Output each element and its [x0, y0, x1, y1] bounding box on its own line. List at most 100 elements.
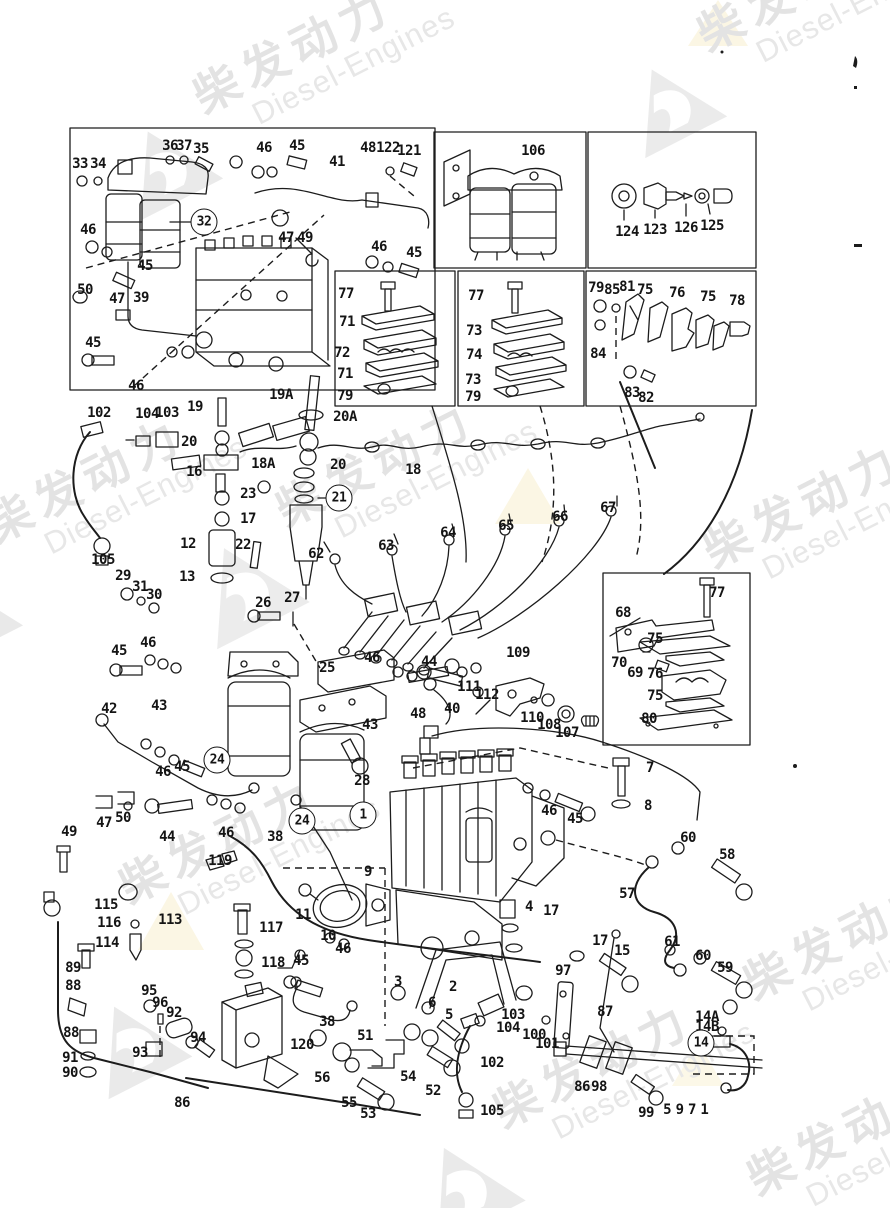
part-callout-53: 53 [360, 1106, 376, 1122]
part-callout-96: 96 [152, 995, 168, 1011]
part-callout-67: 67 [600, 500, 616, 516]
part-callout-86: 86 [574, 1079, 590, 1095]
part-callout-94: 94 [190, 1030, 206, 1046]
part-callout-79: 79 [337, 388, 353, 404]
part-callout-46: 46 [128, 378, 144, 394]
part-callout-4: 4 [525, 899, 533, 915]
pipe-57 [555, 839, 753, 999]
clamp-stack-2 [491, 281, 567, 398]
part-callout-58: 58 [719, 847, 735, 863]
part-callout-73: 73 [466, 323, 482, 339]
part-callout-123: 123 [643, 222, 667, 238]
part-callout-54: 54 [400, 1069, 416, 1085]
part-callout-88: 88 [65, 978, 81, 994]
inset-box-clamp-3 [585, 270, 757, 407]
part-callout-125: 125 [700, 218, 724, 234]
part-callout-108: 108 [537, 717, 561, 733]
pipe-40 [412, 725, 701, 822]
leak-off-line-18 [239, 412, 705, 453]
part-callout-31: 31 [132, 579, 148, 595]
part-callout-22: 22 [235, 537, 251, 553]
delivery-pipes [323, 495, 618, 676]
feed-pipe-41 [76, 155, 430, 279]
leader-curve-dashed [619, 405, 642, 559]
part-callout-17: 17 [240, 511, 256, 527]
part-callout-10: 10 [320, 928, 336, 944]
part-callout-115: 115 [94, 897, 118, 913]
part-callout-11: 11 [295, 907, 311, 923]
part-callout-14A: 14A [695, 1009, 719, 1025]
part-callout-33: 33 [72, 156, 88, 172]
leader-curve [663, 409, 753, 575]
part-callout-68: 68 [615, 605, 631, 621]
primer-housing [43, 791, 541, 1116]
part-callout-52: 52 [425, 1083, 441, 1099]
part-callout-110: 110 [520, 710, 544, 726]
part-callout-80: 80 [641, 711, 657, 727]
part-callout-45: 45 [137, 258, 153, 274]
throttle-linkage [309, 1023, 461, 1111]
part-callout-78: 78 [729, 293, 745, 309]
part-callout-107: 107 [555, 725, 579, 741]
part-callout-9: 9 [364, 864, 372, 880]
part-callout-39: 39 [133, 290, 149, 306]
part-callout-27: 27 [284, 590, 300, 606]
part-callout-73: 73 [465, 372, 481, 388]
part-callout-92: 92 [166, 1005, 182, 1021]
part-callout-43: 43 [362, 717, 378, 733]
part-callout-90: 90 [62, 1065, 78, 1081]
part-callout-57: 57 [619, 886, 635, 902]
filter-bracket-parts [72, 240, 213, 367]
part-callout-15: 15 [614, 943, 630, 959]
part-callout-91: 91 [62, 1050, 78, 1066]
part-callout-106: 106 [521, 143, 545, 159]
part-callout-20: 20 [330, 457, 346, 473]
part-callout-84: 84 [590, 346, 606, 362]
part-callout-75: 75 [647, 631, 663, 647]
part-callout-93: 93 [132, 1045, 148, 1061]
part-callout-113: 113 [158, 912, 182, 928]
part-callout-23: 23 [240, 486, 256, 502]
part-callout-55: 55 [341, 1095, 357, 1111]
part-callout-46: 46 [140, 635, 156, 651]
part-callout-101: 101 [535, 1036, 559, 1052]
part-callout-116: 116 [97, 915, 121, 931]
part-callout-62: 62 [308, 546, 324, 562]
part-callout-13: 13 [179, 569, 195, 585]
part-callout-14: 14 [687, 1029, 715, 1057]
part-callout-75: 75 [637, 282, 653, 298]
part-callout-12: 12 [180, 536, 196, 552]
part-callout-72: 72 [334, 345, 350, 361]
part-callout-34: 34 [90, 156, 106, 172]
clamp-stack-1 [361, 281, 439, 395]
print-artifacts [720, 50, 862, 768]
inset-box-clamp-4 [602, 572, 751, 746]
part-callout-119: 119 [208, 853, 232, 869]
part-callout-122: 122 [376, 140, 400, 156]
part-callout-46: 46 [218, 825, 234, 841]
part-callout-47: 47 [278, 230, 294, 246]
part-callout-30: 30 [146, 587, 162, 603]
part-callout-124: 124 [615, 224, 639, 240]
injection-pump-sketch [85, 211, 331, 387]
part-callout-32: 32 [190, 208, 218, 236]
part-callout-121: 121 [397, 143, 421, 159]
part-callout-8: 8 [644, 798, 652, 814]
part-callout-28: 28 [354, 773, 370, 789]
part-callout-49: 49 [61, 824, 77, 840]
part-callout-2: 2 [449, 979, 457, 995]
part-callout-37: 37 [176, 138, 192, 154]
part-callout-66: 66 [552, 509, 568, 525]
part-callout-7: 7 [646, 760, 654, 776]
leader-line [619, 381, 656, 469]
part-callout-97: 97 [555, 963, 571, 979]
part-callout-63: 63 [378, 538, 394, 554]
fuel-filters-24 [95, 587, 482, 831]
part-callout-60: 60 [680, 830, 696, 846]
part-callout-69: 69 [627, 665, 643, 681]
part-callout-46: 46 [541, 803, 557, 819]
part-callout-35: 35 [193, 141, 209, 157]
